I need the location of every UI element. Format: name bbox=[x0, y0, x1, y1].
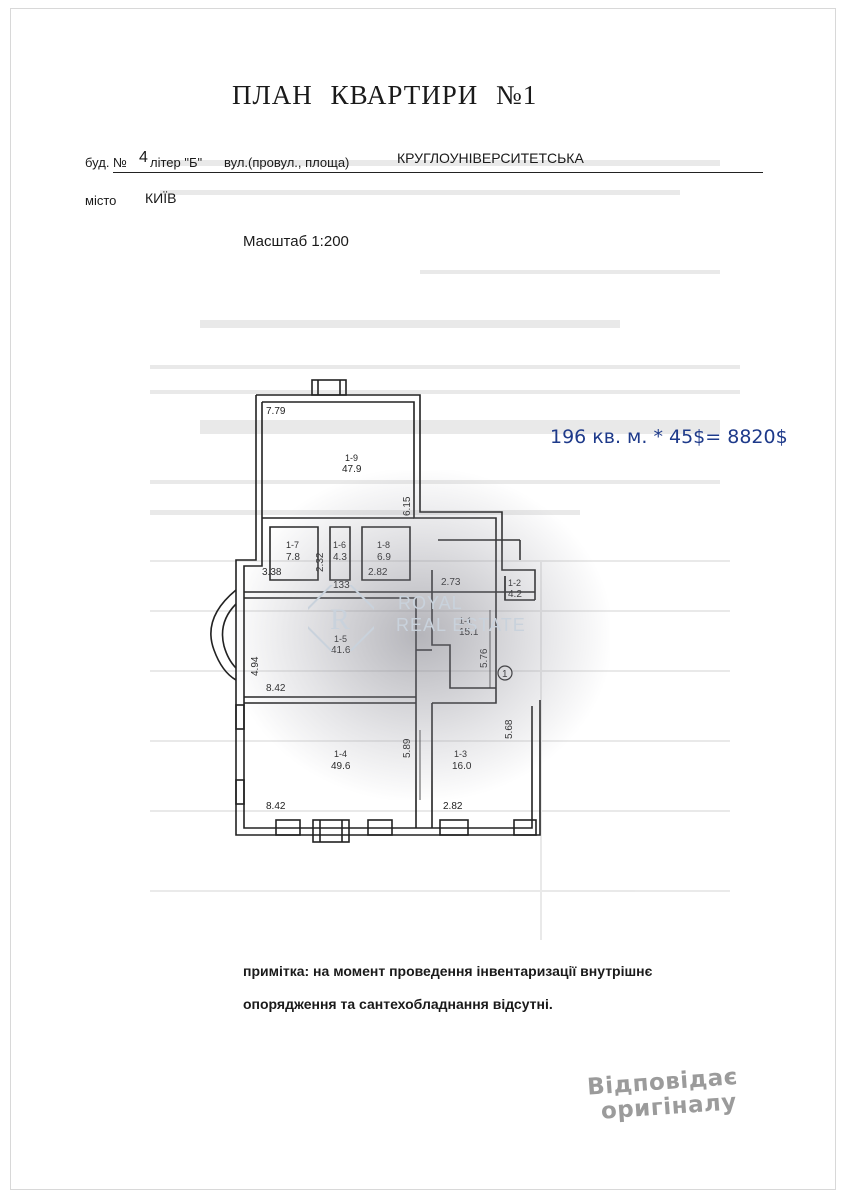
watermark-line-royal: ROYAL bbox=[398, 593, 463, 613]
dimension-7-79: 7.79 bbox=[266, 406, 286, 417]
room-area-1-4: 49.6 bbox=[331, 761, 351, 772]
dimension-4-94: 4.94 bbox=[250, 656, 261, 676]
building-number-value: 4 bbox=[139, 149, 148, 166]
room-id-1-9: 1-9 bbox=[345, 453, 358, 463]
dimension-5-76: 5.76 bbox=[479, 648, 490, 668]
dimension-3-38: 3.38 bbox=[262, 567, 282, 578]
price-calculation-note: 196 кв. м. * 45$= 8820$ bbox=[550, 426, 788, 448]
dimension-2-82-bottom: 2.82 bbox=[443, 801, 463, 812]
street-underline bbox=[113, 172, 763, 173]
watermark-text: ROYAL REAL ESTATE bbox=[396, 592, 526, 636]
room-area-1-8: 6.9 bbox=[377, 552, 391, 563]
room-area-1-3: 16.0 bbox=[452, 761, 472, 772]
watermark-line-real-estate: REAL ESTATE bbox=[396, 615, 526, 635]
dimension-5-68: 5.68 bbox=[504, 719, 515, 739]
room-id-1-3: 1-3 bbox=[454, 749, 467, 759]
room-id-1-8: 1-8 bbox=[377, 540, 390, 550]
watermark-logo-letter: R bbox=[330, 603, 350, 636]
dimension-8-42-bottom: 8.42 bbox=[266, 801, 286, 812]
room-id-1-6: 1-6 bbox=[333, 540, 346, 550]
room-id-1-7: 1-7 bbox=[286, 540, 299, 550]
city-label: місто bbox=[85, 193, 117, 208]
dimension-6-15: 6.15 bbox=[402, 496, 413, 516]
watermark-logo-icon: R bbox=[308, 585, 374, 651]
building-letter-label: літер "Б" bbox=[150, 155, 203, 170]
page-border bbox=[10, 8, 836, 1190]
scale-label: Масштаб 1:200 bbox=[243, 233, 349, 250]
dimension-8-42-middle: 8.42 bbox=[266, 683, 286, 694]
inventory-note-line-1: примітка: на момент проведення інвентари… bbox=[243, 963, 653, 979]
building-number-label: буд. № bbox=[85, 155, 127, 170]
room-area-1-6: 4.3 bbox=[333, 552, 347, 563]
room-id-1-2: 1-2 bbox=[508, 578, 521, 588]
inventory-note-line-2: опорядження та сантехобладнання відсутні… bbox=[243, 996, 553, 1012]
room-area-1-7: 7.8 bbox=[286, 552, 300, 563]
dimension-2-82-top: 2.82 bbox=[368, 567, 388, 578]
dimension-2-32: 2.32 bbox=[315, 552, 326, 572]
street-type-label: вул.(провул., площа) bbox=[224, 155, 350, 170]
dimension-5-89: 5.89 bbox=[402, 738, 413, 758]
street-name-value: КРУГЛОУНІВЕРСИТЕТСЬКА bbox=[397, 150, 584, 166]
room-id-1-4: 1-4 bbox=[334, 749, 347, 759]
room-area-1-9: 47.9 bbox=[342, 464, 362, 475]
entrance-marker-label: 1 bbox=[502, 669, 508, 680]
dimension-2-73: 2.73 bbox=[441, 577, 461, 588]
city-value: КИЇВ bbox=[145, 190, 177, 206]
document-title: ПЛАН КВАРТИРИ №1 bbox=[232, 80, 538, 110]
